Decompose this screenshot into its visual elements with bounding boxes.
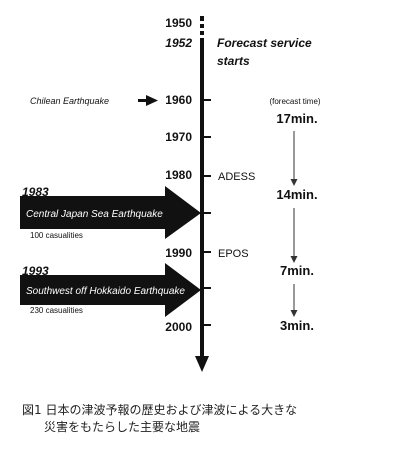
event-1993: 1993 Southwest off Hokkaido Earthquake 2…: [20, 263, 201, 317]
event-1983-casualties: 100 casualities: [30, 231, 83, 240]
forecast-time-arrows: [290, 131, 298, 317]
year-label-2000: 2000: [165, 320, 192, 334]
forecast-time-14min: 14min.: [276, 187, 317, 202]
event-1983: 1983 Central Japan Sea Earthquake 100 ca…: [20, 185, 201, 240]
year-label-1960: 1960: [165, 93, 192, 107]
chilean-arrow: [138, 95, 158, 106]
figure-caption: 図1 日本の津波予報の歴史および津波による大きな 災害をもたらした主要な地震: [22, 402, 392, 436]
year-label-1990: 1990: [165, 246, 192, 260]
forecast-time-7min: 7min.: [280, 263, 314, 278]
event-1993-casualties: 230 casualities: [30, 306, 83, 315]
caption-line-2: 災害をもたらした主要な地震: [44, 420, 201, 434]
forecast-time-header: (forecast time): [269, 97, 320, 106]
system-epos: EPOS: [218, 248, 249, 260]
event-1983-name: Central Japan Sea Earthquake: [26, 209, 163, 220]
event-1983-arrow: [20, 186, 201, 239]
year-label-1970: 1970: [165, 130, 192, 144]
year-ticks: [204, 99, 211, 326]
chilean-earthquake-label: Chilean Earthquake: [30, 96, 109, 106]
system-adess: ADESS: [218, 171, 255, 183]
caption-line-1: 図1 日本の津波予報の歴史および津波による大きな: [22, 403, 298, 417]
forecast-service-line2: starts: [217, 54, 250, 68]
timeline-axis: [195, 16, 209, 372]
timeline-arrowhead: [195, 356, 209, 372]
forecast-time-3min: 3min.: [280, 318, 314, 333]
year-labels: 1950 1952 1960 1970 1980 1990 2000: [165, 16, 192, 334]
event-1993-arrow: [20, 263, 201, 317]
year-label-1980: 1980: [165, 168, 192, 182]
event-1983-year: 1983: [22, 185, 49, 199]
forecast-time-17min: 17min.: [276, 111, 317, 126]
year-label-1950: 1950: [165, 16, 192, 30]
forecast-service-line1: Forecast service: [217, 36, 312, 50]
event-1993-year: 1993: [22, 264, 49, 278]
event-1993-name: Southwest off Hokkaido Earthquake: [26, 286, 185, 297]
year-label-1952: 1952: [165, 36, 192, 50]
